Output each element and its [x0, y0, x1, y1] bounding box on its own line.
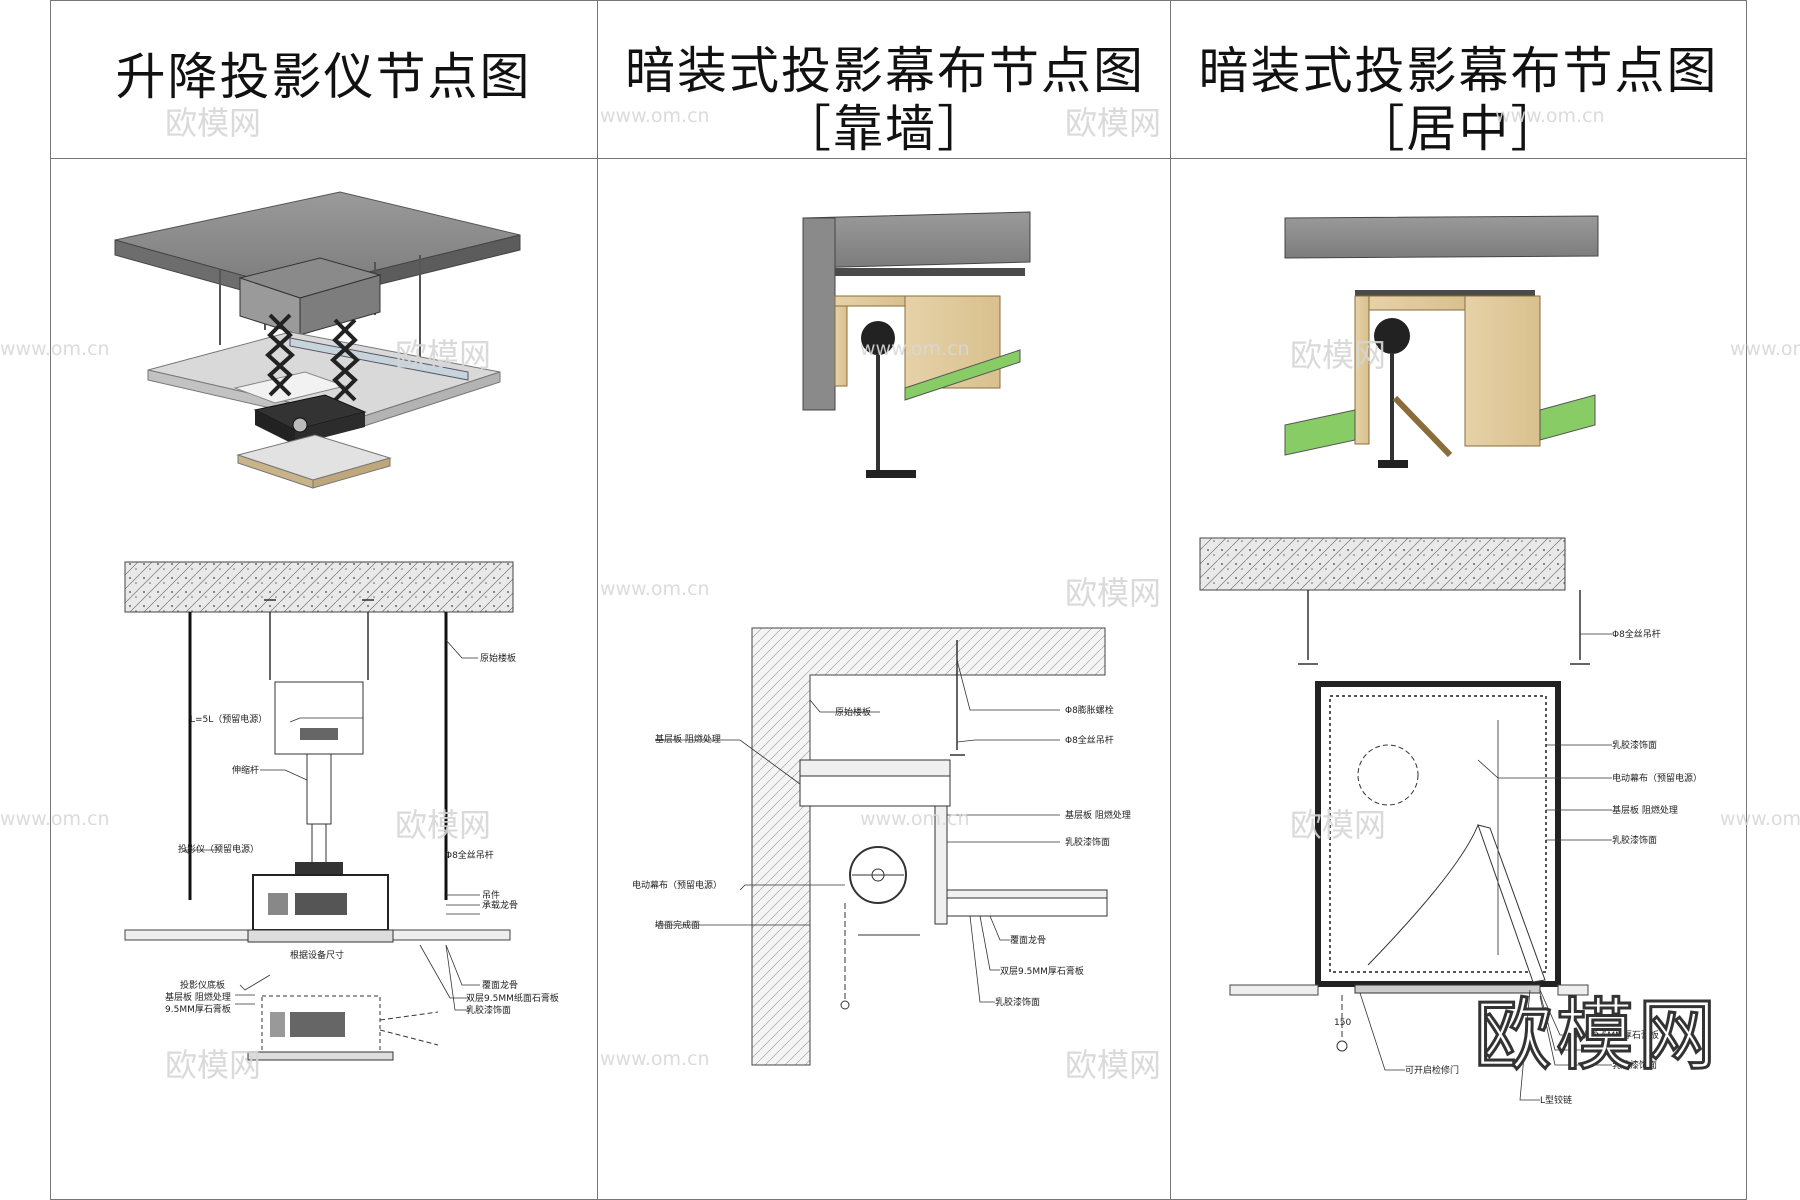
svg-text:Φ8膨胀螺栓: Φ8膨胀螺栓: [1065, 704, 1114, 716]
svg-text:乳胶漆饰面: 乳胶漆饰面: [1612, 739, 1657, 751]
svg-text:L型铰链: L型铰链: [1540, 1094, 1572, 1106]
svg-text:基层板 阻燃处理: 基层板 阻燃处理: [165, 991, 231, 1003]
svg-text:乳胶漆饰面: 乳胶漆饰面: [995, 996, 1040, 1008]
svg-text:150: 150: [1334, 1018, 1351, 1028]
panel-1-title: 升降投影仪节点图: [115, 48, 532, 106]
svg-text:覆面龙骨: 覆面龙骨: [482, 979, 518, 991]
svg-text:墙面完成面: 墙面完成面: [655, 919, 700, 931]
svg-text:乳胶漆饰面: 乳胶漆饰面: [466, 1004, 511, 1016]
svg-text:吊件: 吊件: [482, 889, 500, 901]
brand-logo: 欧模网: [1472, 990, 1720, 1083]
svg-text:双层9.5MM纸面石膏板: 双层9.5MM纸面石膏板: [466, 992, 559, 1004]
svg-text:电动幕布（预留电源）: 电动幕布（预留电源）: [1612, 772, 1702, 784]
svg-text:双层9.5MM厚石膏板: 双层9.5MM厚石膏板: [1575, 1029, 1659, 1041]
panel-3-title: 暗装式投影幕布节点图 ［居中］: [1198, 42, 1719, 158]
slab: [124, 561, 514, 613]
column-divider-2: [1170, 0, 1171, 1200]
panel-3-3d-view: [1284, 215, 1599, 468]
svg-text:基层板 阻燃处理: 基层板 阻燃处理: [1065, 809, 1131, 821]
panel-3-section: Φ8全丝吊杆 乳胶漆饰面 电动幕布（预留电源） 基层板 阻燃处理 乳胶漆饰面 双…: [1199, 537, 1702, 1106]
svg-text:原始楼板: 原始楼板: [480, 652, 516, 664]
svg-text:乳胶漆饰面: 乳胶漆饰面: [1065, 836, 1110, 848]
svg-text:伸缩杆: 伸缩杆: [232, 764, 259, 776]
panel-1-section: 原始楼板 L=5L（预留电源） 伸缩杆 投影仪（预留电源） Φ8全丝吊杆 根据设…: [124, 561, 559, 1061]
svg-text:双层9.5MM厚石膏板: 双层9.5MM厚石膏板: [1000, 965, 1084, 977]
panel-2-title: 暗装式投影幕布节点图 ［靠墙］: [625, 42, 1145, 158]
svg-text:Φ8全丝吊杆: Φ8全丝吊杆: [1065, 734, 1114, 746]
header-divider: [50, 158, 1747, 159]
svg-text:可开启检修门: 可开启检修门: [1405, 1064, 1459, 1076]
svg-text:L=5L（预留电源）: L=5L（预留电源）: [190, 713, 267, 725]
svg-text:投影仪（预留电源）: 投影仪（预留电源）: [178, 843, 259, 855]
svg-text:电动幕布（预留电源）: 电动幕布（预留电源）: [632, 879, 722, 891]
svg-text:基层板 阻燃处理: 基层板 阻燃处理: [1612, 804, 1678, 816]
svg-text:原始楼板: 原始楼板: [835, 706, 871, 718]
svg-text:投影仪底板: 投影仪底板: [180, 979, 225, 991]
svg-text:根据设备尺寸: 根据设备尺寸: [290, 949, 344, 961]
svg-text:乳胶漆饰面: 乳胶漆饰面: [1612, 1059, 1657, 1071]
svg-text:Φ8全丝吊杆: Φ8全丝吊杆: [445, 849, 494, 861]
svg-text:覆面龙骨: 覆面龙骨: [1010, 934, 1046, 946]
panel-2-section: 原始楼板 Φ8膨胀螺栓 Φ8全丝吊杆 基层板 阻燃处理 基层板 阻燃处理 乳胶漆…: [632, 627, 1131, 1066]
column-divider-1: [597, 0, 598, 1200]
svg-text:Φ8全丝吊杆: Φ8全丝吊杆: [1612, 628, 1661, 640]
panel-2-3d-view: [802, 211, 1031, 478]
panel-1-3d-view: [114, 191, 521, 489]
svg-text:基层板 阻燃处理: 基层板 阻燃处理: [655, 733, 721, 745]
svg-text:9.5MM厚石膏板: 9.5MM厚石膏板: [165, 1003, 231, 1015]
svg-text:承载龙骨: 承载龙骨: [482, 899, 518, 911]
svg-text:乳胶漆饰面: 乳胶漆饰面: [1612, 834, 1657, 846]
